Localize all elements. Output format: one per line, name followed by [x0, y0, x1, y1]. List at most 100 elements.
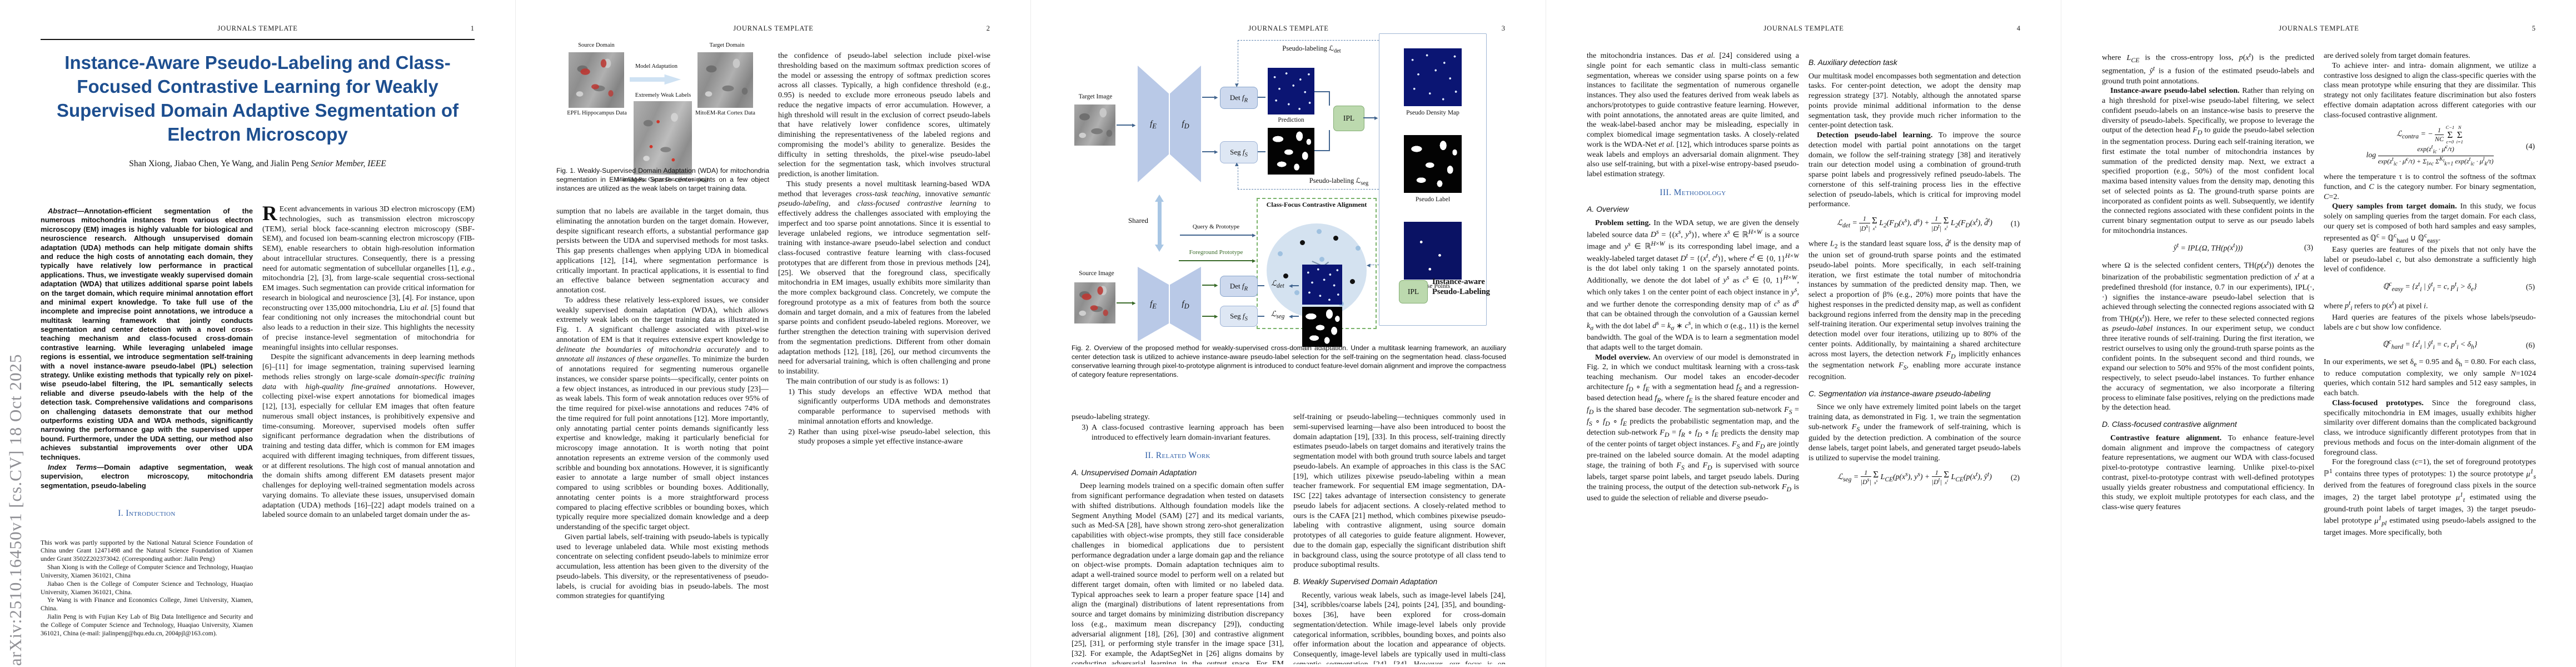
fig1-source-domain-label: Source Domain — [578, 42, 615, 48]
spacer — [41, 525, 253, 539]
connector-line — [1117, 302, 1134, 303]
paragraph: Model overview. An overview of our model… — [1587, 352, 1799, 503]
paragraph: The main contribution of our study is as… — [786, 376, 948, 386]
fig2-ipl-legend-box: IPL — [1399, 280, 1428, 303]
fig1-adaptation-arrow-icon — [630, 74, 681, 85]
fig2-decoder-fd: fD — [1170, 66, 1201, 182]
paper-title: Instance-Aware Pseudo-Labeling and Class… — [56, 52, 459, 145]
fig2-target-image-label: Target Image — [1078, 93, 1113, 100]
fig2-encoder-fe: fE — [1138, 66, 1169, 182]
paragraph: To address these relatively less-explore… — [556, 295, 769, 531]
paragraph: In our experiments, we set δe = 0.95 and… — [2324, 357, 2536, 398]
fig2-prediction-density-image — [1268, 68, 1314, 115]
fig2-output-panel: Pseudo Density Map Pseudo Label Sparse P… — [1379, 33, 1487, 326]
page-1: JOURNALS TEMPLATE 1 Instance-Aware Pseud… — [0, 0, 515, 667]
connector-line — [1258, 316, 1264, 317]
paragraph: pseudo-labeling strategy. — [1072, 412, 1150, 421]
paragraph: the confidence of pseudo-label selection… — [778, 51, 990, 178]
paragraph: Deep learning models trained on a specif… — [1072, 481, 1284, 664]
paragraph: Contrastive feature alignment. To enhanc… — [2102, 433, 2314, 512]
feature-dot — [1278, 251, 1283, 256]
connector-line — [1202, 151, 1217, 152]
fig1-target-caption: MitoEM-Rat Cortex Data — [695, 110, 755, 116]
subsection-heading: D. Class-focused contrastive alignment — [2102, 420, 2237, 429]
subsection-heading: B. Weakly Supervised Domain Adaptation — [1293, 577, 1438, 586]
subsection-heading: A. Unsupervised Domain Adaptation — [1072, 467, 1197, 477]
fig2-query-prototype-label: Query & Prototype — [1192, 223, 1240, 230]
feature-dot — [1300, 240, 1305, 245]
fig2-shared-arrow-icon — [1155, 245, 1164, 252]
page-2: JOURNALS TEMPLATE 2 Source Domain EPFL H… — [515, 0, 1031, 667]
feature-dot — [1317, 229, 1322, 234]
column-left: the mitochondria instances. Das et al. [… — [1587, 51, 1799, 664]
running-header: JOURNALS TEMPLATE — [1763, 24, 1844, 32]
paragraph: Ye Wang is with Finance and Economics Co… — [41, 596, 253, 613]
fig2-seg-head-box-source: Seg fS — [1220, 306, 1258, 327]
paragraph: where the temperature τ is to control th… — [2324, 172, 2536, 201]
figure-2-framework-diagram: Target Image ▸ fE fD ▸ Det fR Prediction… — [1070, 31, 1509, 347]
connector-line — [1202, 97, 1217, 98]
paragraph: Instance-aware pseudo-label selection. R… — [2102, 86, 2314, 235]
fig2-pseudo-labeling-seg-label: Pseudo-labeling ℒseg — [1309, 177, 1369, 187]
fig2-decoder-fd-source: fD — [1170, 267, 1201, 341]
fig2-caption: Fig. 2. Overview of the proposed method … — [1072, 344, 1506, 379]
paragraph: Shan Xiong is with the College of Comput… — [41, 564, 253, 579]
paragraph: where pti refers to p(xt) at pixel i. — [2324, 299, 2428, 312]
fig2-source-density-image — [1302, 265, 1342, 305]
page-number: 5 — [2532, 24, 2535, 32]
page-3: JOURNALS TEMPLATE 3 Target Image ▸ fE fD… — [1030, 0, 1546, 667]
page-number: 2 — [986, 24, 990, 32]
spacer — [41, 491, 253, 500]
paragraph: Index Terms—Domain adaptive segmentation… — [41, 462, 253, 490]
running-header: JOURNALS TEMPLATE — [1248, 24, 1329, 32]
paragraph: sumption that no labels are available in… — [556, 207, 769, 295]
page-5: JOURNALS TEMPLATE 5 where LCE is the cro… — [2061, 0, 2576, 667]
fig2-source-image-label: Source Image — [1079, 270, 1114, 277]
paragraph: Jialin Peng is with Fujian Key Lab of Bi… — [41, 613, 253, 637]
paragraph: Detection pseudo-label learning. To impr… — [1808, 131, 2021, 209]
page-number: 3 — [1501, 24, 1505, 32]
connector-line — [1202, 285, 1217, 286]
feature-dot — [1350, 279, 1355, 284]
feature-dot — [1294, 290, 1299, 295]
paragraph: Query samples from target domain. In thi… — [2324, 202, 2536, 245]
fig1-source-em-image — [569, 52, 624, 108]
header-rule — [41, 39, 475, 40]
equation: ℚceasy = {zti | ŷti = c, pti > δe}(5) — [2383, 281, 2535, 293]
fig1-weak-labels-label: Extremely Weak Labels — [635, 92, 691, 98]
paragraph: Problem setting. In the WDA setup, we ar… — [1587, 218, 1799, 352]
connector-line — [1179, 260, 1254, 261]
column-left: pseudo-labeling strategy.3)A class-focus… — [1072, 412, 1284, 664]
connector-line — [1329, 130, 1330, 151]
fig2-shared-arrow-icon — [1158, 201, 1162, 245]
fig2-pseudo-labeling-det-label: Pseudo-labeling ℒdet — [1282, 44, 1341, 54]
running-header: JOURNALS TEMPLATE — [2279, 24, 2359, 32]
column-right: the confidence of pseudo-label selection… — [778, 51, 990, 664]
fig2-seg-head-box: Seg fS — [1220, 141, 1258, 163]
fig2-pseudo-density-map-label: Pseudo Density Map — [1406, 109, 1459, 116]
page-4: JOURNALS TEMPLATE 4 the mitochondria ins… — [1546, 0, 2061, 667]
running-header: JOURNALS TEMPLATE — [733, 24, 814, 32]
section-heading: III. Methodology — [1660, 187, 1726, 197]
connector-line — [1314, 150, 1330, 151]
paragraph: This work was partly supported by the Na… — [41, 539, 253, 563]
equation: ŷt = IPL(Ω, TH(p(xt)))(3) — [2173, 242, 2313, 252]
fig2-prediction-label: Prediction — [1278, 117, 1304, 123]
fig2-source-mask-image — [1302, 307, 1342, 347]
subsection-heading: A. Overview — [1587, 205, 1629, 214]
feature-dot — [1356, 246, 1361, 251]
arxiv-banner: arXiv:2510.16450v1 [cs.CV] 18 Oct 2025 — [6, 354, 25, 666]
equation: ℚchard = {zti | ŷti = c, pti < δh}(6) — [2382, 339, 2535, 351]
paragraph: where L2 is the standard least square lo… — [1808, 237, 2021, 381]
paper-authors: Shan Xiong, Jiabao Chen, Ye Wang, and Ji… — [129, 159, 386, 168]
fig2-lseg-label: ℒseg — [1270, 310, 1285, 320]
list-item: 2)Rather than using pixel-wise pseudo-la… — [788, 427, 990, 446]
fig1-target-domain-label: Target Domain — [709, 42, 745, 48]
fig2-segmentation-mask-image — [1268, 128, 1314, 175]
column-right: self-training or pseudo-labeling—techniq… — [1293, 412, 1506, 664]
fig2-encoder-fe-source: fE — [1138, 267, 1169, 341]
connector-line — [1258, 285, 1264, 286]
